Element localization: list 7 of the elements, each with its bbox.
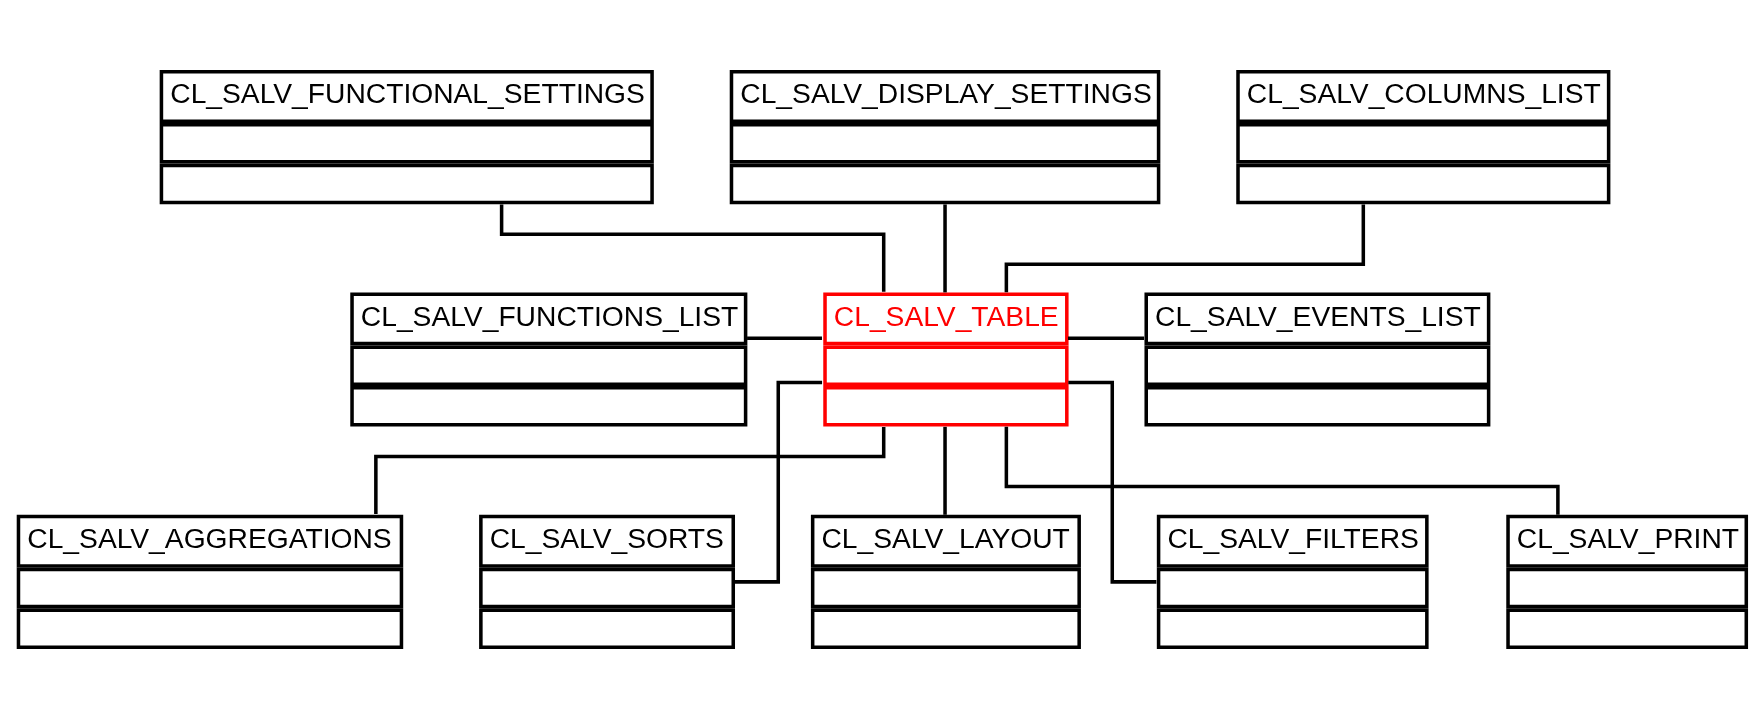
connector [943, 426, 947, 515]
connector [1068, 380, 1157, 584]
connector [1068, 336, 1145, 340]
connector [499, 204, 886, 292]
connector [943, 203, 947, 292]
connector [747, 336, 822, 340]
connector [734, 380, 823, 584]
